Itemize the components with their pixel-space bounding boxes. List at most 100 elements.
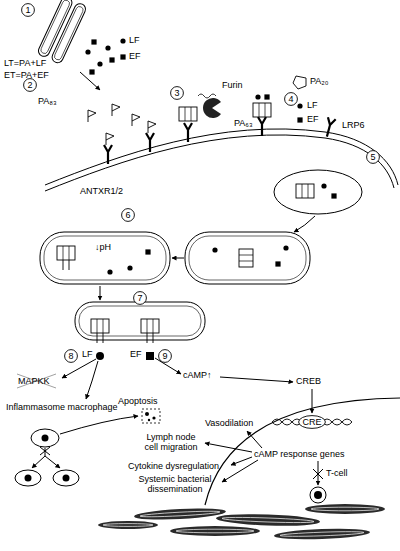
protein-label: PA₆₃ — [234, 118, 253, 128]
toxin-particles — [85, 38, 125, 74]
bound-lf — [255, 94, 260, 99]
bound-ef — [264, 94, 269, 99]
apoptotic-cell — [142, 409, 160, 423]
block-mark — [40, 447, 50, 455]
pa63-heptamer — [253, 103, 271, 117]
pa83-monomers — [88, 104, 156, 145]
transport-arrow — [100, 286, 101, 300]
target-label: MAPKK — [18, 376, 50, 386]
cell-label: Inflammasome macrophage — [6, 402, 118, 412]
toxin-formula: ET=PA+EF — [4, 70, 49, 80]
element-name: CRE — [298, 415, 326, 429]
creb-cre-arrow — [312, 389, 313, 413]
callout-text: 9 — [158, 349, 172, 363]
callout-number: 8 — [64, 349, 78, 363]
inserted-pore — [57, 246, 75, 270]
lf-mapkk-arrow — [62, 359, 96, 378]
macrophage — [15, 470, 79, 486]
endosome-lf — [107, 269, 112, 274]
callout-number: 2 — [23, 78, 37, 92]
pit-lf — [321, 183, 326, 188]
effect-arrow — [231, 457, 252, 465]
bacilli — [98, 504, 385, 541]
endosome-lf — [127, 265, 132, 270]
effect-label: Systemic bacterial dissemination — [130, 474, 220, 495]
toxin-label: EF — [130, 349, 142, 359]
receptors — [104, 117, 336, 164]
helix-mark — [198, 94, 216, 98]
maturation-arrow — [172, 258, 184, 259]
receptor-label: ANTXR1/2 — [80, 186, 123, 196]
pore-ef — [141, 319, 159, 343]
protein-label: PA₈₃ — [38, 96, 57, 106]
prepore — [179, 107, 197, 121]
t-cell-nucleus — [314, 491, 322, 499]
effect-label: Apoptosis — [118, 396, 158, 406]
enzyme-label: Furin — [222, 80, 243, 90]
toxin-key: EF — [129, 51, 141, 61]
lf-inflammasome-arrow — [86, 361, 98, 399]
bacillus-pair — [37, 0, 88, 64]
callout-text: 1 — [21, 3, 35, 17]
released-lf — [96, 352, 104, 360]
t-cell — [310, 487, 326, 503]
early-endosome — [185, 232, 310, 284]
endosome-lf — [212, 247, 217, 252]
acidic-endosome — [40, 232, 170, 284]
acidic-endosome-inner — [44, 236, 166, 280]
pit-ef — [331, 193, 336, 198]
toxin-label: LF — [82, 349, 93, 359]
callout-number: 1 — [21, 3, 35, 17]
nucleus-envelope — [205, 398, 400, 505]
callout-number: 7 — [133, 291, 147, 305]
effect-arrow — [222, 460, 258, 482]
macrophage — [31, 429, 59, 447]
factor-label: CREB — [296, 376, 321, 386]
proliferation-arrow — [45, 456, 60, 468]
early-endosome-inner — [189, 236, 306, 280]
receptor-label: LRP6 — [342, 120, 365, 130]
effect-label: Vasodilation — [205, 418, 253, 428]
toxin-label: EF — [307, 114, 319, 124]
callout-text: 8 — [64, 349, 78, 363]
mapkk-cleavage-mark — [17, 374, 56, 388]
released-ef — [146, 352, 154, 360]
block-mark — [313, 469, 323, 479]
callout-text: 4 — [284, 92, 298, 106]
endocytic-pit — [274, 170, 362, 214]
toxin-key: LF — [129, 35, 140, 45]
callout-text: 6 — [121, 208, 135, 222]
lf-particle — [297, 103, 302, 108]
gene-label: cAMP response genes — [254, 449, 344, 459]
callout-text: 7 — [133, 291, 147, 305]
effect-arrow — [247, 431, 262, 448]
effect-label: Lymph node cell migration — [140, 432, 202, 453]
apoptosis-arrow — [60, 416, 138, 434]
callout-number: 3 — [170, 86, 184, 100]
callout-text: 3 — [170, 86, 184, 100]
toxin-label: LF — [307, 100, 318, 110]
proliferation-arrow — [32, 448, 45, 468]
effect-arrow — [205, 443, 252, 452]
pa20-fragment — [293, 76, 306, 89]
callout-number: 4 — [284, 92, 298, 106]
ef-particle — [297, 117, 302, 122]
effect-label: Cytokine dysregulation — [128, 461, 219, 471]
pore-lf — [91, 319, 109, 343]
endosome-ef — [275, 261, 280, 266]
ph-label: ↓pH — [95, 242, 111, 252]
furin-enzyme — [203, 98, 221, 118]
cell-label: T-cell — [326, 468, 348, 478]
toxin-formula: LT=PA+LF — [4, 58, 46, 68]
endosome-ef — [145, 249, 150, 254]
endosome-heptamer — [239, 249, 253, 267]
protein-label: PA₂₀ — [310, 76, 329, 86]
callout-number: 9 — [158, 349, 172, 363]
callout-text: 2 — [23, 78, 37, 92]
callout-number: 5 — [366, 150, 380, 164]
internalize-arrow — [294, 216, 315, 232]
callout-text: 5 — [366, 150, 380, 164]
response-element: CRE — [298, 415, 326, 429]
camp-creb-arrow — [220, 377, 293, 382]
